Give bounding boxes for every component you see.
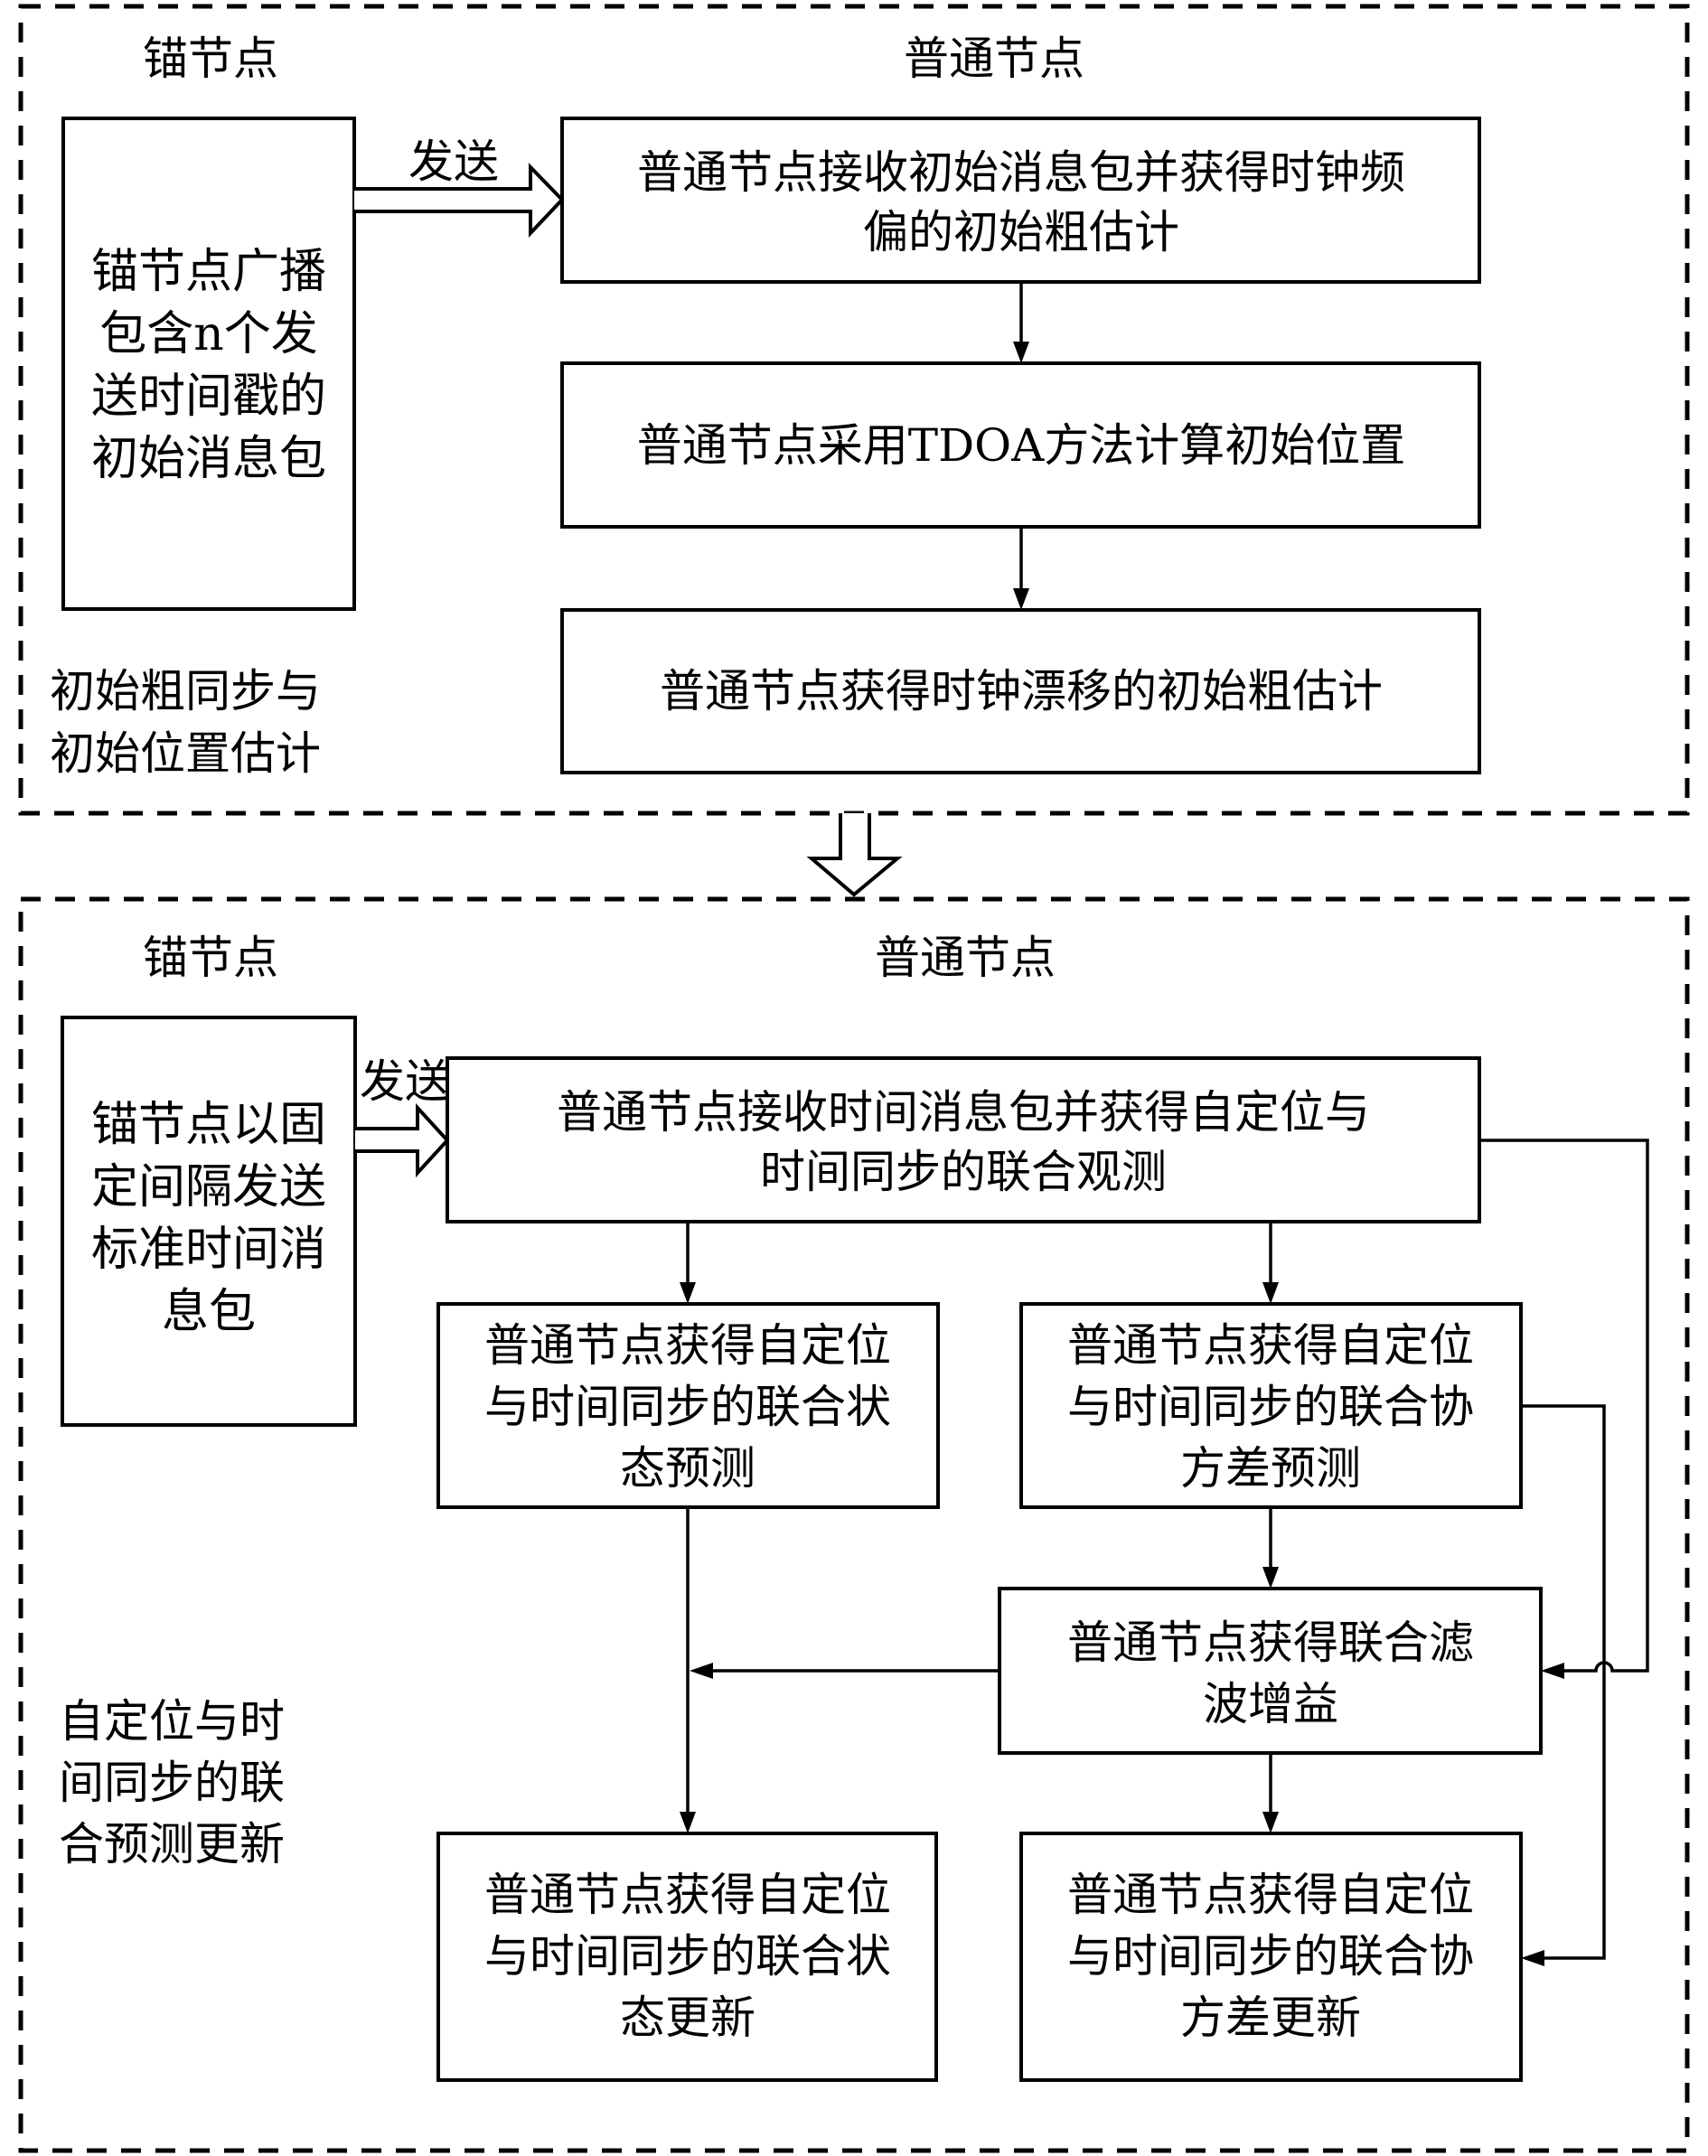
step-text: 普通节点获得自定位 (484, 1319, 891, 1372)
step-state-predict: 普通节点获得自定位 与时间同步的联合状 态预测 (436, 1302, 940, 1509)
arrow-cov-predict-to-cov-update (1521, 1404, 1606, 1966)
stage2-label-line: 间同步的联 (59, 1757, 285, 1809)
step-tdoa-position: 普通节点采用TDOA方法计算初始位置 (560, 361, 1481, 529)
step-receive-initial: 普通节点接收初始消息包并获得时钟频 偏的初始粗估计 (560, 117, 1481, 284)
arrow-receive-to-cov-predict (1262, 1222, 1279, 1304)
stage1-normal-header: 普通节点 (904, 33, 1084, 85)
stage2-label-line: 自定位与时 (59, 1695, 285, 1748)
step-text: 与时间同步的联合协 (1067, 1381, 1474, 1433)
stage2-label-line: 合预测更新 (59, 1818, 285, 1870)
step-text: 普通节点获得时钟漂移的初始粗估计 (660, 665, 1383, 717)
arrow-cov-predict-to-gain (1262, 1507, 1279, 1589)
step-text: 普通节点获得自定位 (1067, 1319, 1474, 1372)
send-arrow-2 (355, 1102, 450, 1178)
step-text: 态预测 (620, 1442, 755, 1495)
arrow-gain-to-cov-update (1262, 1753, 1279, 1833)
step-text: 方差更新 (1180, 1992, 1361, 2044)
step-text: 普通节点采用TDOA方法计算初始位置 (637, 419, 1406, 472)
step-text: 波增益 (1203, 1678, 1338, 1730)
arrow-receive-to-state-predict (680, 1222, 696, 1304)
step-text: 方差预测 (1180, 1442, 1361, 1495)
step-text: 普通节点接收初始消息包并获得时钟频 (637, 146, 1405, 199)
anchor-box-2-line: 定间隔发送 (91, 1160, 326, 1214)
step-text: 与时间同步的联合状 (484, 1930, 891, 1983)
anchor-box-1: 锚节点广播 包含n个发 送时间戳的 初始消息包 (61, 117, 356, 611)
step-text: 态更新 (620, 1992, 755, 2044)
anchor-box-1-line: 锚节点广播 (91, 245, 326, 299)
step-text: 普通节点获得自定位 (1067, 1869, 1474, 1921)
stage1-label-line: 初始粗同步与 (50, 665, 321, 717)
anchor-box-2-line: 锚节点以固 (91, 1098, 326, 1152)
step-text: 与时间同步的联合协 (1067, 1930, 1474, 1983)
stage2-frame (18, 896, 1690, 2153)
anchor-box-1-line: 初始消息包 (91, 432, 326, 486)
arrow-receive-to-tdoa (1013, 282, 1029, 363)
step-filter-gain: 普通节点获得联合滤 波增益 (998, 1587, 1543, 1755)
arrow-receive-to-gain (1479, 1139, 1649, 1679)
step-text: 普通节点获得自定位 (484, 1869, 891, 1921)
stage1-label-line: 初始位置估计 (50, 727, 321, 780)
anchor-box-1-line: 送时间戳的 (91, 370, 326, 424)
anchor-box-2-line: 息包 (162, 1285, 256, 1339)
step-receive-observation: 普通节点接收时间消息包并获得自定位与 时间同步的联合观测 (446, 1056, 1481, 1223)
step-text: 普通节点获得联合滤 (1067, 1617, 1474, 1669)
step-cov-update: 普通节点获得自定位 与时间同步的联合协 方差更新 (1019, 1832, 1523, 2082)
step-drift-estimate: 普通节点获得时钟漂移的初始粗估计 (560, 608, 1481, 774)
arrow-tdoa-to-drift (1013, 527, 1029, 610)
step-cov-predict: 普通节点获得自定位 与时间同步的联合协 方差预测 (1019, 1302, 1523, 1509)
stage2-anchor-header: 锚节点 (143, 932, 278, 984)
step-text: 偏的初始粗估计 (863, 206, 1179, 258)
step-text: 时间同步的联合观测 (760, 1146, 1167, 1198)
stage-transition-arrow (806, 813, 903, 897)
arrow-state-predict-to-state-update (680, 1507, 696, 1833)
stage2-normal-header: 普通节点 (875, 932, 1056, 984)
anchor-box-2-line: 标准时间消 (91, 1223, 326, 1277)
step-text: 与时间同步的联合状 (484, 1381, 891, 1433)
send-label-2: 发送 (360, 1055, 450, 1108)
send-label-1: 发送 (408, 136, 499, 188)
anchor-box-2: 锚节点以固 定间隔发送 标准时间消 息包 (61, 1016, 357, 1427)
anchor-box-1-line: 包含n个发 (99, 307, 318, 361)
arrow-gain-to-state-line (690, 1663, 999, 1679)
step-state-update: 普通节点获得自定位 与时间同步的联合状 态更新 (436, 1832, 938, 2082)
stage1-anchor-header: 锚节点 (143, 33, 278, 85)
step-text: 普通节点接收时间消息包并获得自定位与 (557, 1086, 1370, 1139)
